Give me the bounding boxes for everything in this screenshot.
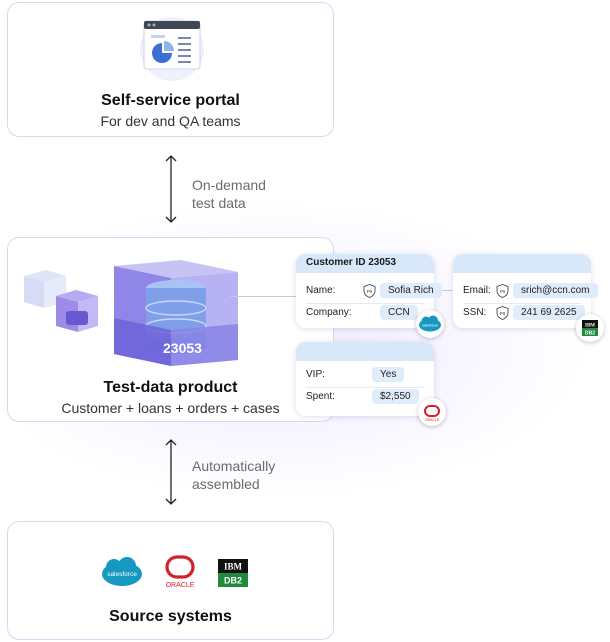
arrow-updown-icon [165, 155, 177, 223]
connector-line [230, 296, 298, 297]
email-label: Email: [463, 285, 491, 296]
pii-shield-icon: PII [363, 284, 376, 298]
oracle-badge: ORACLE [418, 398, 446, 426]
spent-label: Spent: [306, 391, 335, 402]
on-demand-label: On-demand test data [192, 177, 266, 211]
vip-card: VIP: Yes Spent: $2,550 ORACLE [296, 342, 446, 426]
ssn-row: SSN: PII 241 69 2625 [463, 303, 585, 325]
spent-value: $2,550 [372, 389, 419, 404]
email-row: Email: PII srich@ccn.com [463, 281, 598, 303]
vip-card-header [296, 342, 434, 361]
portal-subtitle: For dev and QA teams [100, 113, 241, 129]
svg-text:ORACLE: ORACLE [425, 418, 440, 422]
pii-shield-icon: PII [496, 306, 509, 320]
portal-window-icon [140, 17, 204, 81]
contact-card: Email: PII srich@ccn.com SSN: PII 241 69… [453, 254, 604, 342]
pii-shield-icon: PII [496, 284, 509, 298]
name-label: Name: [306, 285, 336, 296]
row-divider [463, 303, 581, 304]
product-box: 23053 Test-data product Customer + loans… [7, 237, 334, 422]
row-divider [306, 387, 424, 388]
customer-card-header: Customer ID 23053 [296, 254, 434, 273]
svg-text:PII: PII [367, 289, 373, 294]
database-cube-icon [24, 260, 238, 366]
ibm-logo-text: IBM [224, 562, 243, 572]
vip-label: VIP: [306, 369, 325, 380]
customer-card: Customer ID 23053 Name: PII Sofia Rich C… [296, 254, 444, 338]
cube-id-label: 23053 [163, 340, 202, 356]
name-row: Name: PII Sofia Rich [306, 281, 442, 303]
contact-card-header [453, 254, 591, 273]
salesforce-badge: salesforce [416, 310, 444, 338]
oracle-logo: ORACLE [424, 405, 440, 422]
product-title: Test-data product [103, 379, 238, 396]
ibm-db2-logo: IBM DB2 [582, 320, 598, 337]
company-row: Company: CCN [306, 303, 424, 325]
svg-text:PII: PII [500, 289, 506, 294]
svg-text:PII: PII [500, 311, 506, 316]
source-box: salesforce ORACLE IBM DB2 Source systems [7, 521, 334, 640]
db2-logo-text: DB2 [224, 576, 242, 586]
svg-text:DB2: DB2 [585, 331, 595, 337]
svg-text:IBM: IBM [585, 324, 595, 329]
oracle-logo: ORACLE [165, 555, 195, 589]
portal-box: Self-service portal For dev and QA teams [7, 2, 334, 137]
row-divider [306, 303, 424, 304]
salesforce-logo: salesforce [102, 557, 142, 586]
ibm-badge: IBM DB2 [576, 314, 604, 342]
source-title: Source systems [109, 608, 232, 625]
company-value: CCN [380, 305, 418, 320]
company-label: Company: [306, 307, 352, 318]
ssn-label: SSN: [463, 307, 487, 318]
ssn-value: 241 69 2625 [513, 305, 585, 320]
arrow-updown-icon [165, 439, 177, 505]
oracle-logo-text: ORACLE [166, 582, 195, 589]
connector-line [434, 290, 454, 291]
portal-title: Self-service portal [101, 92, 240, 109]
ibm-db2-logo: IBM DB2 [218, 559, 248, 587]
vip-value: Yes [372, 367, 405, 382]
email-value: srich@ccn.com [513, 283, 598, 298]
assembled-label: Automatically assembled [192, 458, 276, 492]
vip-row: VIP: Yes [306, 365, 424, 387]
spent-row: Spent: $2,550 [306, 387, 424, 409]
name-value: Sofia Rich [380, 283, 442, 298]
salesforce-logo: salesforce [419, 315, 441, 332]
svg-text:salesforce: salesforce [422, 324, 438, 328]
product-subtitle: Customer + loans + orders + cases [61, 400, 280, 416]
salesforce-logo-text: salesforce [107, 571, 137, 578]
